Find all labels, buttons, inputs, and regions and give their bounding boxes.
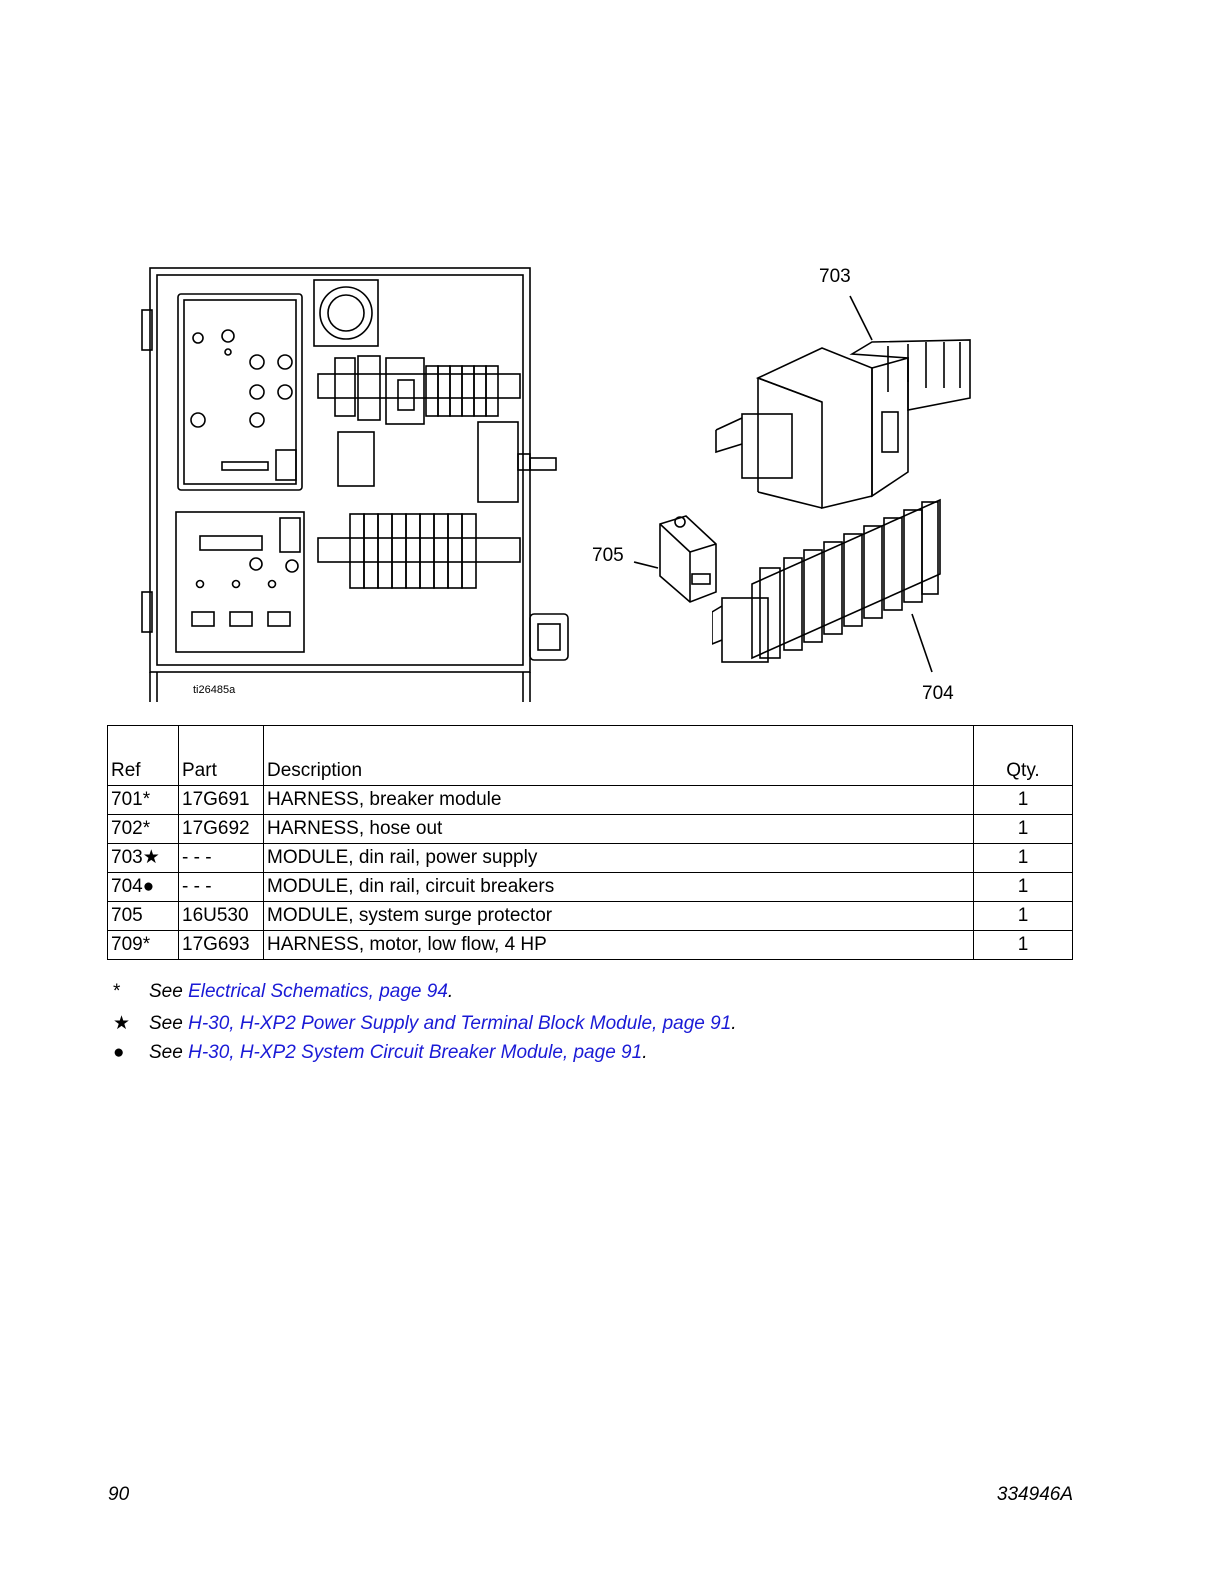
cell-description: HARNESS, hose out — [263, 814, 974, 844]
cell-description: HARNESS, motor, low flow, 4 HP — [263, 930, 974, 960]
header-description: Description — [263, 725, 974, 786]
parts-table: Ref Part Description Qty. 701* 17G691 HA… — [107, 725, 1073, 960]
cell-ref: 705 — [107, 901, 179, 931]
callout-705: 705 — [592, 545, 624, 566]
cell-ref: 703★ — [107, 843, 179, 873]
callout-704: 704 — [922, 683, 954, 704]
star-icon: ★ — [113, 1013, 131, 1034]
figure-id: ti26485a — [193, 684, 236, 696]
surge-protector-illustration — [633, 515, 717, 603]
circuit-breaker-module-illustration — [712, 498, 941, 673]
cell-description: MODULE, din rail, circuit breakers — [263, 872, 974, 902]
table-header-row: Ref Part Description Qty. — [107, 725, 1073, 786]
page-number: 90 — [108, 1484, 130, 1505]
cell-part: 17G693 — [178, 930, 264, 960]
cell-qty: 1 — [973, 843, 1073, 873]
power-supply-module-illustration — [715, 295, 971, 510]
cell-qty: 1 — [973, 901, 1073, 931]
header-qty: Qty. — [973, 725, 1073, 786]
table-row: 709* 17G693 HARNESS, motor, low flow, 4 … — [107, 930, 1073, 960]
cell-qty: 1 — [973, 872, 1073, 902]
table-row: 701* 17G691 HARNESS, breaker module 1 — [107, 785, 1073, 815]
cell-ref: 704● — [107, 872, 179, 902]
table-row: 705 16U530 MODULE, system surge protecto… — [107, 901, 1073, 931]
footnote-power-supply: ★See H-30, H-XP2 Power Supply and Termin… — [113, 1013, 737, 1034]
cell-ref: 701* — [107, 785, 179, 815]
cell-part: - - - — [178, 843, 264, 873]
header-part: Part — [178, 725, 264, 786]
footnote-schematics: *See Electrical Schematics, page 94. — [113, 981, 454, 1002]
link-electrical-schematics[interactable]: Electrical Schematics, page 94 — [188, 981, 448, 1002]
link-power-supply-module[interactable]: H-30, H-XP2 Power Supply and Terminal Bl… — [188, 1013, 732, 1034]
cell-qty: 1 — [973, 930, 1073, 960]
bullet-icon: ● — [113, 1042, 125, 1063]
table-row: 703★ - - - MODULE, din rail, power suppl… — [107, 843, 1073, 873]
cell-part: 17G691 — [178, 785, 264, 815]
cell-part: - - - — [178, 872, 264, 902]
document-number: 334946A — [996, 1484, 1073, 1505]
callout-703: 703 — [819, 266, 851, 287]
header-ref: Ref — [107, 725, 179, 786]
cell-description: MODULE, din rail, power supply — [263, 843, 974, 873]
control-box-illustration — [141, 267, 569, 702]
footnote-circuit-breaker: ●See H-30, H-XP2 System Circuit Breaker … — [113, 1042, 648, 1063]
table-row: 702* 17G692 HARNESS, hose out 1 — [107, 814, 1073, 844]
table-row: 704● - - - MODULE, din rail, circuit bre… — [107, 872, 1073, 902]
cell-description: MODULE, system surge protector — [263, 901, 974, 931]
cell-qty: 1 — [973, 814, 1073, 844]
cell-part: 16U530 — [178, 901, 264, 931]
cell-qty: 1 — [973, 785, 1073, 815]
cell-ref: 702* — [107, 814, 179, 844]
link-circuit-breaker-module[interactable]: H-30, H-XP2 System Circuit Breaker Modul… — [188, 1042, 643, 1063]
asterisk-symbol: * — [113, 981, 121, 1002]
cell-description: HARNESS, breaker module — [263, 785, 974, 815]
cell-part: 17G692 — [178, 814, 264, 844]
cell-ref: 709* — [107, 930, 179, 960]
